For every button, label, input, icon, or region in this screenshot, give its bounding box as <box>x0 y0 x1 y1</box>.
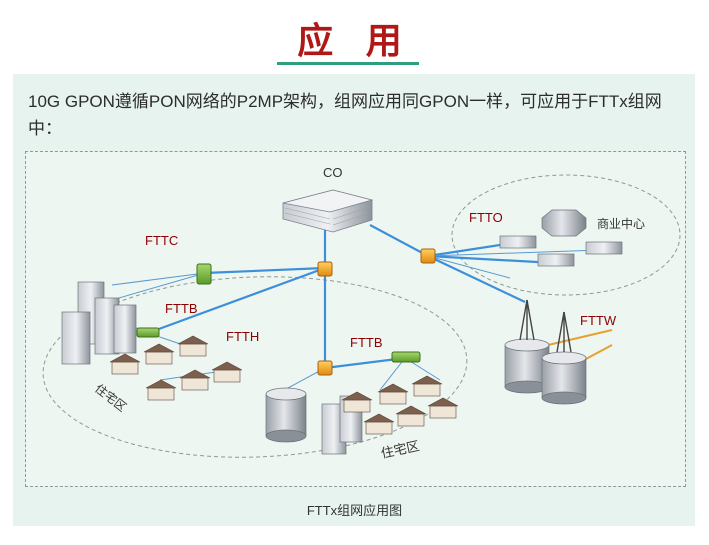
onu-fttb-center <box>391 351 421 363</box>
round-tower-center <box>265 387 307 443</box>
label-fttb-center: FTTB <box>350 335 383 350</box>
intro-text: 10G GPON遵循PON网络的P2MP架构，组网应用同GPON一样，可应用于F… <box>28 92 662 138</box>
houses-left <box>109 335 243 401</box>
splitter-center <box>317 360 333 376</box>
antenna-icons <box>519 299 572 353</box>
label-ftto: FTTO <box>469 210 503 225</box>
co-building <box>282 189 374 233</box>
houses-center <box>341 375 459 435</box>
splitter-ftto <box>420 248 436 264</box>
label-fttw: FTTW <box>580 313 617 328</box>
business-center-building <box>541 209 587 237</box>
splitter-co <box>317 261 333 277</box>
label-co: CO <box>323 165 343 180</box>
label-business-center: 商业中心 <box>597 216 645 231</box>
figure-caption: FTTx组网应用图 <box>306 503 403 518</box>
label-ftth: FTTH <box>226 329 259 344</box>
onu-fttb-left <box>136 327 160 338</box>
business-area <box>451 174 681 296</box>
title-underline <box>277 62 419 65</box>
label-fttb-left: FTTB <box>165 301 198 316</box>
label-fttc: FTTC <box>145 233 178 248</box>
cabinet-fttc <box>196 263 212 285</box>
label-residential-left: 住宅区 <box>92 381 130 415</box>
residential-area-left <box>42 276 468 458</box>
office-buildings <box>499 235 623 267</box>
apartments-left <box>61 281 137 365</box>
page-title: 应 用 <box>297 21 412 62</box>
label-residential-center: 住宅区 <box>380 439 421 462</box>
fttw-towers <box>504 338 587 405</box>
